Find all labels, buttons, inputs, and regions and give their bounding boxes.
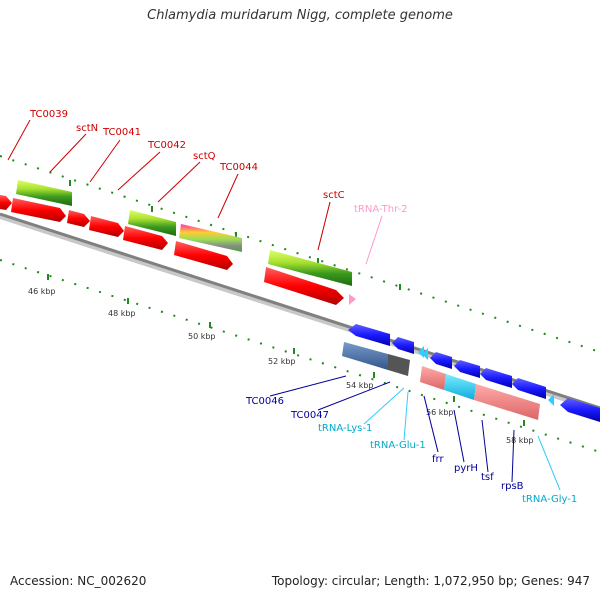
gene-arrow-tc0039-upstream [0,195,12,210]
tick-ring-inner [0,259,600,453]
tick-ring-outer [0,155,600,353]
gene-label-tc0046: TC0046 [245,396,284,407]
kbp-label: 54 kbp [346,381,374,390]
gene-arrow-tc0047 [388,354,410,376]
gene-label-sctc: sctC [323,190,345,201]
forward-cds-track [0,195,344,305]
gene-label-trna-lys-1: tRNA-Lys-1 [318,423,372,434]
gene-arrow-tsf [474,384,540,420]
gene-label-tc0047: TC0047 [290,410,329,421]
gene-arrow-tc0039 [11,198,66,222]
kbp-labels: 46 kbp 48 kbp 50 kbp 52 kbp 54 kbp 56 kb… [28,287,534,445]
gene-arrow-sctc [264,267,344,305]
kbp-label: 48 kbp [108,309,136,318]
gene-arrow-tc0042 [123,226,168,250]
gene-arrow-tc0044 [174,241,233,270]
gene-arrow-reverse-7 [560,398,600,422]
gene-label-trna-glu-1: tRNA-Glu-1 [370,440,426,451]
gene-label-tc0039: TC0039 [29,109,68,120]
gene-label-tc0041: TC0041 [102,127,141,138]
gene-label-trna-gly-1: tRNA-Gly-1 [522,494,577,505]
gene-arrow-reverse-2 [392,337,414,354]
kbp-label: 52 kbp [268,357,296,366]
kbp-label: 56 kbp [426,408,454,417]
trna-thr-2-marker [349,294,356,305]
kbp-label: 50 kbp [188,332,216,341]
gene-arrow-tc0041 [89,216,124,237]
trna-gly-1-marker [548,394,554,406]
gene-label-sctn: sctN [76,123,98,134]
gene-label-sctq: sctQ [193,151,216,162]
gene-block-sctc [268,250,352,286]
gene-arrow-reverse-5 [480,368,512,388]
trna-lys-1-marker [418,346,424,358]
gene-label-pyrh: pyrH [454,463,478,474]
gene-arrow-frr [420,366,446,390]
gene-arrow-pyrh [444,374,476,400]
kbp-label: 46 kbp [28,287,56,296]
gene-arrow-sctn [67,210,90,227]
genome-stats-text: Topology: circular; Length: 1,072,950 bp… [271,574,590,588]
gene-arrow-reverse-3 [430,352,452,369]
kbp-label: 58 kbp [506,436,534,445]
gene-label-trna-thr-2: tRNA-Thr-2 [354,204,408,215]
gene-arrow-reverse-4 [454,360,480,378]
gene-arrow-reverse-1 [348,324,390,346]
gene-label-tc0042: TC0042 [147,140,186,151]
trna-glu-1-marker [422,348,428,360]
label-leader-lines [7,119,561,491]
gene-block-sctq [128,210,176,236]
map-title: Chlamydia muridarum Nigg, complete genom… [147,8,453,23]
other-cds-track [16,180,356,305]
gene-block-sctn [16,180,72,206]
accession-text: Accession: NC_002620 [10,574,147,588]
gene-arrow-reverse-6 [512,378,546,399]
gene-label-frr: frr [432,454,444,465]
gene-label-rpsb: rpsB [501,481,524,492]
gene-labels: TC0039 sctN TC0041 TC0042 sctQ TC0044 sc… [29,109,577,505]
gene-label-tsf: tsf [481,472,494,483]
gene-arrow-tc0046 [342,342,388,370]
gene-block-tc0044 [179,224,242,252]
major-ticks [47,180,525,426]
gene-label-tc0044: TC0044 [219,162,258,173]
reverse-cds-track [342,324,600,422]
